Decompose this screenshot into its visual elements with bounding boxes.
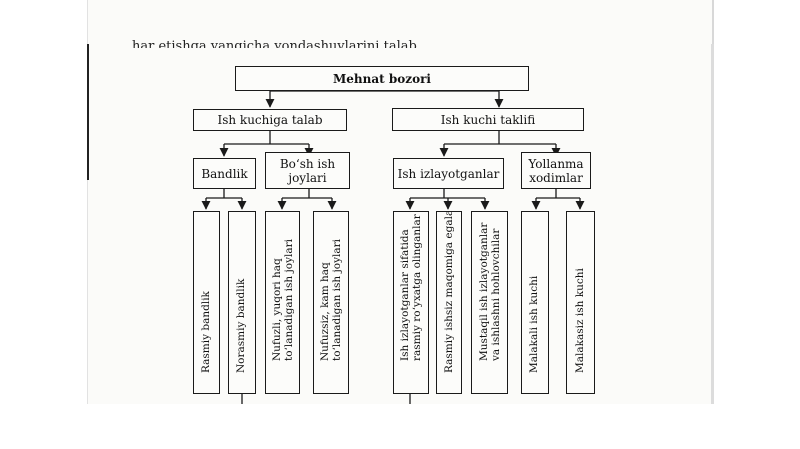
- node-labor-demand: Ish kuchiga talab: [193, 109, 347, 131]
- node-labor-supply-label: Ish kuchi taklifi: [440, 112, 536, 127]
- leaf-formal-employment-label: Rasmiy bandlik: [199, 291, 212, 373]
- leaf-non-prestigious-jobs-label: Nufuzsiz, kam haq to‘lanadigan ish joyla…: [319, 238, 343, 361]
- cut-off-caption-line: har etishga yangicha yondashuvlarini tal…: [132, 39, 417, 48]
- leaf-non-prestigious-jobs: Nufuzsiz, kam haq to‘lanadigan ish joyla…: [313, 211, 349, 394]
- node-job-seekers-label: Ish izlayotganlar: [397, 166, 500, 181]
- node-vacancies-label: Bo‘sh ish joylari: [279, 156, 336, 185]
- leaf-unskilled-labor-label: Malakasiz ish kuchi: [573, 268, 586, 373]
- leaf-skilled-labor: Malakali ish kuchi: [521, 211, 549, 394]
- leaf-officially-unemployed: Rasmiy ishsiz maqomiga egalar: [436, 211, 462, 394]
- node-employment-label: Bandlik: [201, 166, 248, 181]
- leaf-informal-employment: Norasmiy bandlik: [228, 211, 256, 394]
- node-job-seekers: Ish izlayotganlar: [393, 158, 504, 189]
- leaf-prestigious-jobs-label: Nufuzli, yuqori haq to‘lanadigan ish joy…: [270, 238, 295, 361]
- leaf-independent-job-seekers: Mustaqil ish izlayotganlar va ishlashni …: [471, 211, 508, 394]
- node-directed-workers-label: Yollanma xodimlar: [528, 156, 584, 185]
- node-employment: Bandlik: [193, 158, 256, 189]
- leaf-skilled-labor-label: Malakali ish kuchi: [528, 275, 540, 373]
- leaf-formal-employment: Rasmiy bandlik: [193, 211, 220, 394]
- page-edge-shadow: [711, 44, 714, 404]
- node-labor-supply: Ish kuchi taklifi: [392, 108, 584, 131]
- root-node-label: Mehnat bozori: [333, 71, 431, 86]
- leaf-prestigious-jobs: Nufuzli, yuqori haq to‘lanadigan ish joy…: [265, 211, 300, 394]
- page-margin-rule: [87, 44, 89, 180]
- leaf-independent-job-seekers-label: Mustaqil ish izlayotganlar va ishlashni …: [477, 222, 502, 361]
- node-directed-workers: Yollanma xodimlar: [521, 152, 591, 189]
- leaf-unskilled-labor: Malakasiz ish kuchi: [566, 211, 595, 394]
- leaf-registered-job-seekers-label: Ish izlayotganlar sifatida rasmiy ro‘yxa…: [399, 214, 423, 361]
- leaf-registered-job-seekers: Ish izlayotganlar sifatida rasmiy ro‘yxa…: [393, 211, 429, 394]
- leaf-informal-employment-label: Norasmiy bandlik: [235, 278, 247, 373]
- node-vacancies: Bo‘sh ish joylari: [265, 152, 350, 189]
- node-labor-demand-label: Ish kuchiga talab: [217, 113, 323, 127]
- leaf-officially-unemployed-label: Rasmiy ishsiz maqomiga egalar: [443, 211, 455, 373]
- root-node-labor-market: Mehnat bozori: [235, 66, 529, 91]
